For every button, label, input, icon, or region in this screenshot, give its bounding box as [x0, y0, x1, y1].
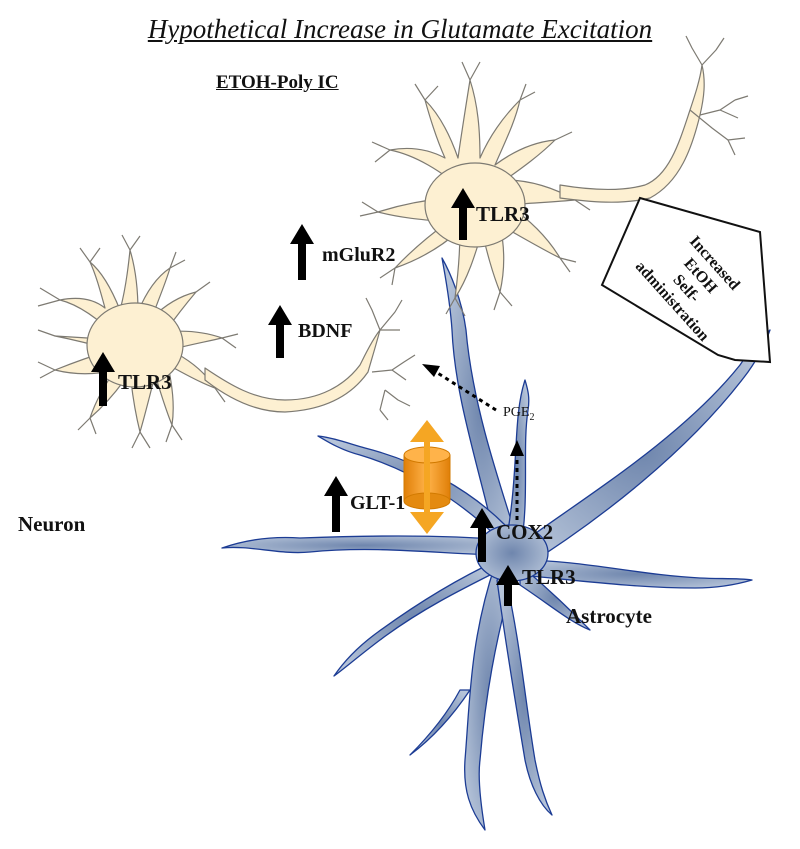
label-pge2: PGE2: [503, 405, 535, 423]
up-arrow-tlr3-right: [451, 188, 475, 240]
pge2-dotted-arrows: [422, 364, 524, 520]
diagram-subtitle: ETOH-Poly IC: [216, 72, 339, 93]
label-bdnf: BDNF: [298, 320, 353, 342]
neuron-right: [359, 35, 749, 317]
self-administration-callout: [600, 196, 772, 364]
label-tlr3-neuron-left: TLR3: [118, 370, 172, 394]
up-arrow-tlr3-left: [91, 352, 115, 406]
label-glt1: GLT-1: [350, 492, 406, 514]
up-arrows: [91, 188, 520, 606]
up-arrow-glt1: [324, 476, 348, 532]
label-mglur2: mGluR2: [322, 244, 396, 266]
label-cox2: COX2: [496, 520, 554, 544]
label-tlr3-neuron-right: TLR3: [476, 202, 530, 226]
up-arrow-cox2: [470, 508, 494, 562]
up-arrow-mglur2: [290, 224, 314, 280]
diagram-title: Hypothetical Increase in Glutamate Excit…: [147, 14, 653, 44]
label-tlr3-astrocyte: TLR3: [522, 565, 576, 589]
up-arrow-bdnf: [268, 305, 292, 358]
glt1-transporter: [403, 420, 451, 534]
label-neuron: Neuron: [18, 512, 86, 536]
label-astrocyte: Astrocyte: [566, 604, 652, 628]
up-arrow-tlr3-astro: [496, 565, 520, 606]
